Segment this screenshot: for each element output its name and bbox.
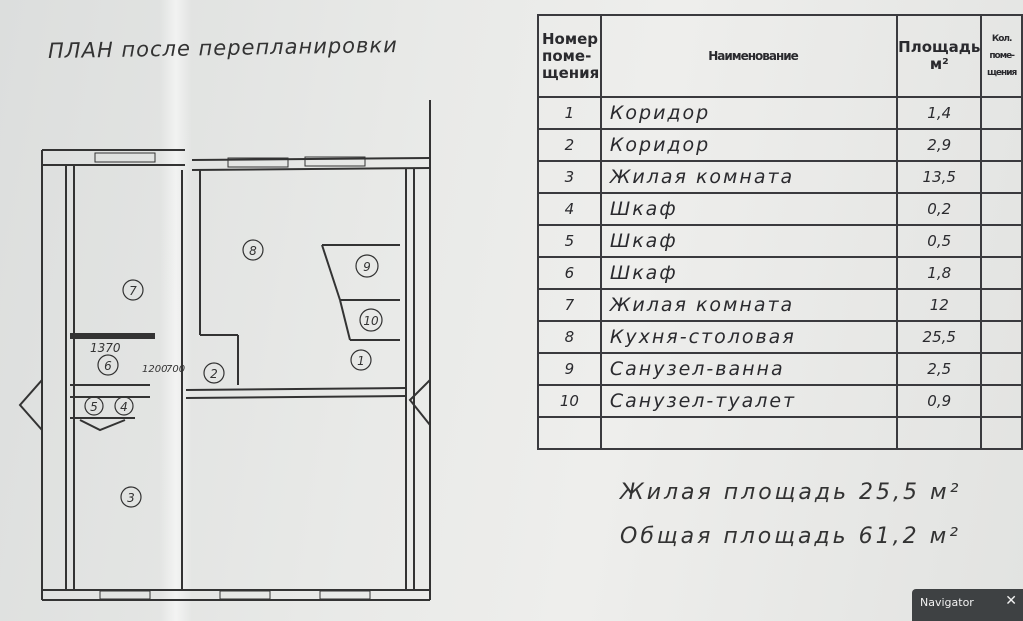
- room-number: 3: [537, 160, 602, 194]
- room-number: 8: [537, 320, 602, 354]
- room-name: Жилая комната: [599, 288, 899, 322]
- close-icon[interactable]: ✕: [1005, 593, 1017, 609]
- room-number: 1: [537, 96, 602, 130]
- navigator-panel: Navigator ✕: [912, 589, 1023, 621]
- room-name: Санузел-туалет: [599, 384, 899, 418]
- table-row-empty: [537, 416, 1023, 450]
- living-area-total: Жилая площадь 25,5 м²: [620, 480, 962, 505]
- room-area: 2,9: [896, 128, 983, 162]
- room-name: Шкаф: [599, 256, 899, 290]
- room-name: Жилая комната: [599, 160, 899, 194]
- header-count: Кол. поме-щения: [980, 14, 1023, 98]
- room-area: 0,9: [896, 384, 983, 418]
- room-label-4: 4: [120, 400, 128, 414]
- windows: [94, 152, 371, 600]
- header-number: Номер поме-щения: [537, 14, 602, 98]
- room-name: Коридор: [599, 96, 899, 130]
- room-count: [980, 96, 1023, 130]
- room-name: Коридор: [599, 128, 899, 162]
- room-label-8: 8: [249, 244, 257, 258]
- room-count: [980, 256, 1023, 290]
- room-area: 0,2: [896, 192, 983, 226]
- room-number: 10: [537, 384, 602, 418]
- room-number: 6: [537, 256, 602, 290]
- room-area: 12: [896, 288, 983, 322]
- room-count: [980, 192, 1023, 226]
- room-label-1: 1: [357, 354, 365, 368]
- room-label-5: 5: [90, 400, 98, 414]
- room-label-2: 2: [210, 367, 218, 381]
- room-number: 4: [537, 192, 602, 226]
- header-area: Площадь м²: [896, 14, 983, 98]
- room-count: [980, 160, 1023, 194]
- room-count: [980, 224, 1023, 258]
- room-number: 7: [537, 288, 602, 322]
- header-name: Наименование: [599, 14, 899, 98]
- room-count: [980, 288, 1023, 322]
- room-label-7: 7: [129, 284, 137, 298]
- table-header: Номер поме-щения Наименование Площадь м²…: [537, 14, 1023, 98]
- room-name: Шкаф: [599, 224, 899, 258]
- room-number: 5: [537, 224, 602, 258]
- walls: [18, 100, 431, 601]
- room-name: Кухня-столовая: [599, 320, 899, 354]
- room-count: [980, 128, 1023, 162]
- paper-fold: [160, 0, 192, 621]
- dimension-1370: 1370: [90, 341, 121, 355]
- total-area: Общая площадь 61,2 м²: [620, 524, 961, 549]
- room-area: 1,8: [896, 256, 983, 290]
- room-area: 2,5: [896, 352, 983, 386]
- room-name: Санузел-ванна: [599, 352, 899, 386]
- room-number: 2: [537, 128, 602, 162]
- room-label-3: 3: [127, 491, 135, 505]
- room-count: [980, 320, 1023, 354]
- dimension-700: 700: [166, 364, 185, 375]
- room-count: [980, 352, 1023, 386]
- dimension-1200: 1200: [142, 364, 167, 375]
- room-labels: 7 8 9 10 1 2 6 5 4 3: [84, 239, 383, 508]
- room-count: [980, 384, 1023, 418]
- room-label-9: 9: [363, 260, 371, 274]
- navigator-title: Navigator: [920, 596, 974, 609]
- rooms-table: Номер поме-щения Наименование Площадь м²…: [537, 14, 1023, 450]
- room-label-10: 10: [363, 314, 379, 328]
- room-number: 9: [537, 352, 602, 386]
- room-name: Шкаф: [599, 192, 899, 226]
- dimensions: 1370 1200 700: [90, 341, 185, 375]
- room-label-6: 6: [104, 359, 112, 373]
- room-area: 13,5: [896, 160, 983, 194]
- room-area: 0,5: [896, 224, 983, 258]
- room-area: 1,4: [896, 96, 983, 130]
- room-area: 25,5: [896, 320, 983, 354]
